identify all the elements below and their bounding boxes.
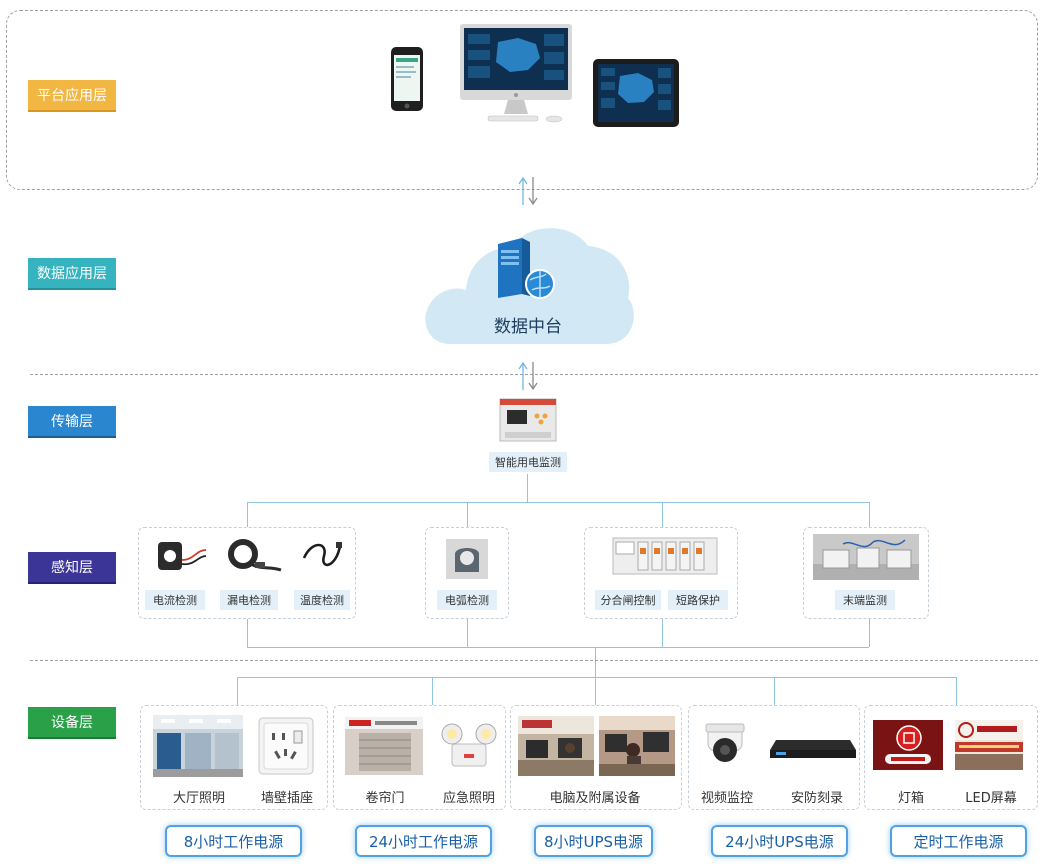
- device-layer-label: 设备层: [28, 707, 116, 739]
- sensing-group-breaker: [584, 527, 738, 619]
- connector-line: [237, 677, 238, 705]
- device-group-5: [864, 705, 1038, 810]
- connector-line: [774, 677, 775, 705]
- circuit-breaker-icon: [612, 537, 718, 575]
- connector-line: [247, 619, 248, 647]
- device-light-box-label: 灯箱: [897, 791, 924, 806]
- connector-line: [956, 677, 957, 705]
- tablet-icon: [593, 59, 679, 127]
- led-screen-image: [955, 720, 1023, 770]
- power-mode-8h-work: 8小时工作电源: [165, 825, 302, 857]
- data-layer-label: 数据应用层: [28, 258, 116, 290]
- sensing-group-arc: [425, 527, 509, 619]
- layer-divider: [30, 374, 1038, 375]
- sensing-switch-label: 分合闸控制: [595, 590, 661, 610]
- power-mode-8h-ups: 8小时UPS电源: [534, 825, 653, 857]
- device-shutter-door-label: 卷帘门: [365, 791, 405, 806]
- sensing-short-circuit-label: 短路保护: [668, 590, 728, 610]
- connector-line: [247, 502, 248, 527]
- light-box-image: [873, 720, 943, 770]
- sensing-layer-label: 感知层: [28, 552, 116, 584]
- connector-line: [467, 619, 468, 647]
- security-camera-image: [705, 723, 745, 762]
- terminal-monitor-icon: [813, 534, 919, 580]
- transport-layer-label: 传输层: [28, 406, 116, 438]
- sensing-group-terminal: [803, 527, 929, 619]
- shutter-door-image: [345, 717, 423, 775]
- device-group-2: [333, 705, 506, 810]
- sensing-terminal-label: 末端监测: [835, 590, 895, 610]
- power-mode-24h-work: 24小时工作电源: [355, 825, 492, 857]
- server-icon: [498, 238, 555, 299]
- bidirectional-arrow-icon: [518, 176, 538, 206]
- connector-line: [467, 502, 468, 527]
- connector-line: [869, 619, 870, 647]
- device-group-1: [140, 705, 328, 810]
- sensing-current-label: 电流检测: [145, 590, 205, 610]
- bidirectional-arrow-icon: [518, 361, 538, 391]
- transport-device-label: 智能用电监测: [489, 452, 567, 472]
- connector-line: [869, 502, 870, 527]
- platform-layer-label: 平台应用层: [28, 80, 116, 112]
- sensing-temperature-label: 温度检测: [294, 590, 350, 610]
- device-computers-label: 电脑及附属设备: [549, 791, 641, 806]
- computer-equipment-image: [518, 716, 594, 776]
- sensing-leakage-label: 漏电检测: [220, 590, 278, 610]
- device-emergency-light-label: 应急照明: [442, 791, 495, 806]
- platform-layer-region: [6, 10, 1038, 190]
- leakage-sensor-icon: [228, 539, 282, 572]
- temperature-sensor-icon: [302, 542, 342, 567]
- power-mode-24h-ups: 24小时UPS电源: [711, 825, 848, 857]
- device-group-4: [688, 705, 860, 810]
- layer-divider: [30, 660, 1038, 661]
- smart-power-monitor-icon: [499, 398, 557, 442]
- device-video-monitor-label: 视频监控: [700, 791, 753, 806]
- device-security-recorder-label: 安防刻录: [790, 791, 843, 806]
- arc-detector-icon: [446, 539, 488, 579]
- connector-line: [595, 677, 596, 705]
- connector-line: [432, 677, 433, 705]
- sensing-group-sensors: [138, 527, 356, 619]
- wall-socket-image: [258, 717, 314, 775]
- connector-line: [662, 502, 663, 527]
- computer-equipment-image: [599, 716, 675, 776]
- connector-line: [247, 502, 869, 503]
- connector-line: [662, 619, 663, 647]
- hall-lighting-image: [153, 715, 243, 777]
- connector-line: [527, 474, 528, 502]
- connector-line: [247, 647, 869, 648]
- smartphone-icon: [391, 47, 423, 111]
- device-led-screen-label: LED屏幕: [965, 791, 1017, 806]
- connector-line: [595, 647, 596, 677]
- device-group-3: [510, 705, 682, 810]
- connector-line: [237, 677, 957, 678]
- device-wall-socket-label: 墙壁插座: [260, 791, 313, 806]
- security-recorder-image: [770, 740, 856, 758]
- current-sensor-icon: [158, 542, 207, 570]
- desktop-monitor-icon: [460, 24, 572, 123]
- emergency-light-image: [441, 723, 497, 767]
- sensing-arc-label: 电弧检测: [437, 590, 497, 610]
- cloud-label: 数据中台: [494, 317, 562, 337]
- power-mode-timed: 定时工作电源: [890, 825, 1027, 857]
- device-hall-lighting-label: 大厅照明: [172, 791, 225, 806]
